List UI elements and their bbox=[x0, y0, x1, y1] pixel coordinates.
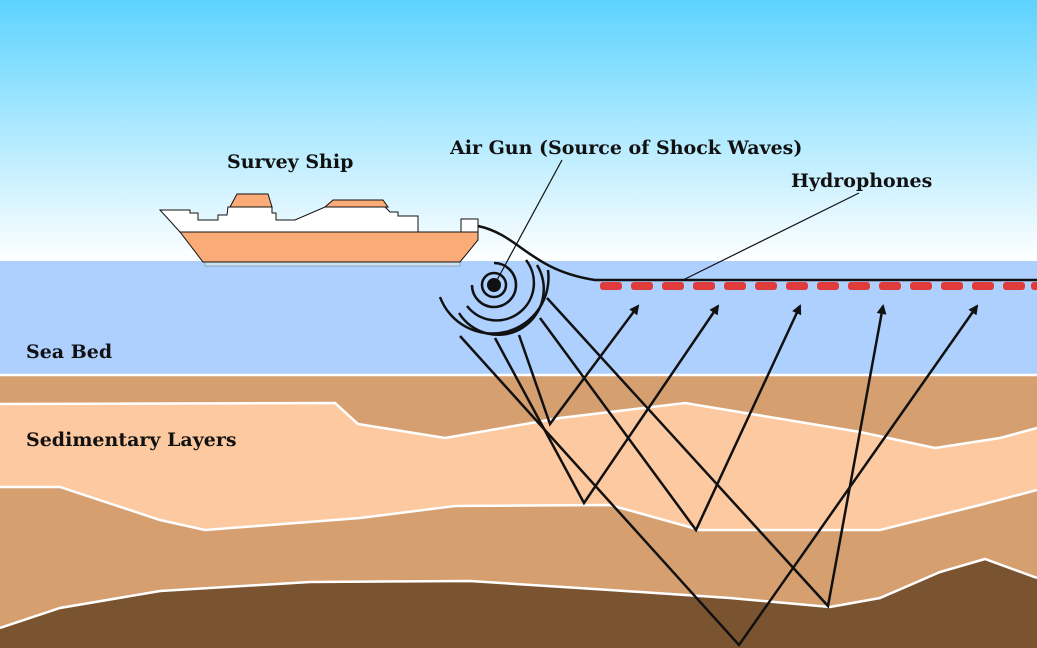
air-gun-source bbox=[487, 278, 501, 292]
ray-path bbox=[546, 297, 887, 609]
ship-hull bbox=[178, 231, 479, 263]
hydrophone bbox=[662, 282, 684, 290]
survey-ship bbox=[158, 193, 479, 267]
ship-cabin bbox=[158, 206, 419, 233]
hydrophone bbox=[1003, 282, 1025, 290]
ray-path bbox=[517, 304, 640, 427]
sedimentary-layers-label: Sedimentary Layers bbox=[26, 429, 237, 451]
hydrophone bbox=[910, 282, 932, 290]
seismic-rays bbox=[459, 297, 979, 648]
hydrophone bbox=[724, 282, 746, 290]
ray-path bbox=[459, 304, 979, 648]
ray-path bbox=[493, 304, 720, 506]
hydrophone bbox=[755, 282, 777, 290]
shock-wave-rings bbox=[438, 259, 550, 336]
hydrophone bbox=[848, 282, 870, 290]
hydrophones-leader-line bbox=[682, 192, 860, 281]
air-gun bbox=[438, 259, 550, 336]
hydrophone bbox=[817, 282, 839, 290]
hydrophone bbox=[972, 282, 994, 290]
hydrophone bbox=[631, 282, 653, 290]
hydrophone bbox=[600, 282, 622, 290]
sediment-layer-middle bbox=[0, 403, 1037, 530]
air-gun-leader-line bbox=[496, 159, 563, 281]
hydrophone bbox=[786, 282, 808, 290]
bedrock-layer bbox=[0, 559, 1037, 648]
air-gun-label: Air Gun (Source of Shock Waves) bbox=[449, 137, 802, 159]
hydrophone bbox=[879, 282, 901, 290]
ray-path bbox=[538, 304, 802, 533]
streamer-cable bbox=[477, 224, 1037, 282]
hydrophone bbox=[1031, 282, 1037, 290]
survey-ship-label: Survey Ship bbox=[227, 151, 353, 173]
ship-upper-deck-rear bbox=[323, 199, 389, 208]
hydrophone bbox=[941, 282, 963, 290]
hydrophones-label: Hydrophones bbox=[791, 170, 932, 192]
sky bbox=[0, 0, 1037, 262]
layer-boundaries bbox=[0, 373, 1037, 630]
ship-upper-deck-front bbox=[229, 193, 273, 208]
hydrophone-array bbox=[600, 282, 1037, 290]
hydrophone bbox=[693, 282, 715, 290]
ship-stern-block bbox=[460, 218, 479, 233]
sea-bed-label: Sea Bed bbox=[26, 341, 112, 363]
